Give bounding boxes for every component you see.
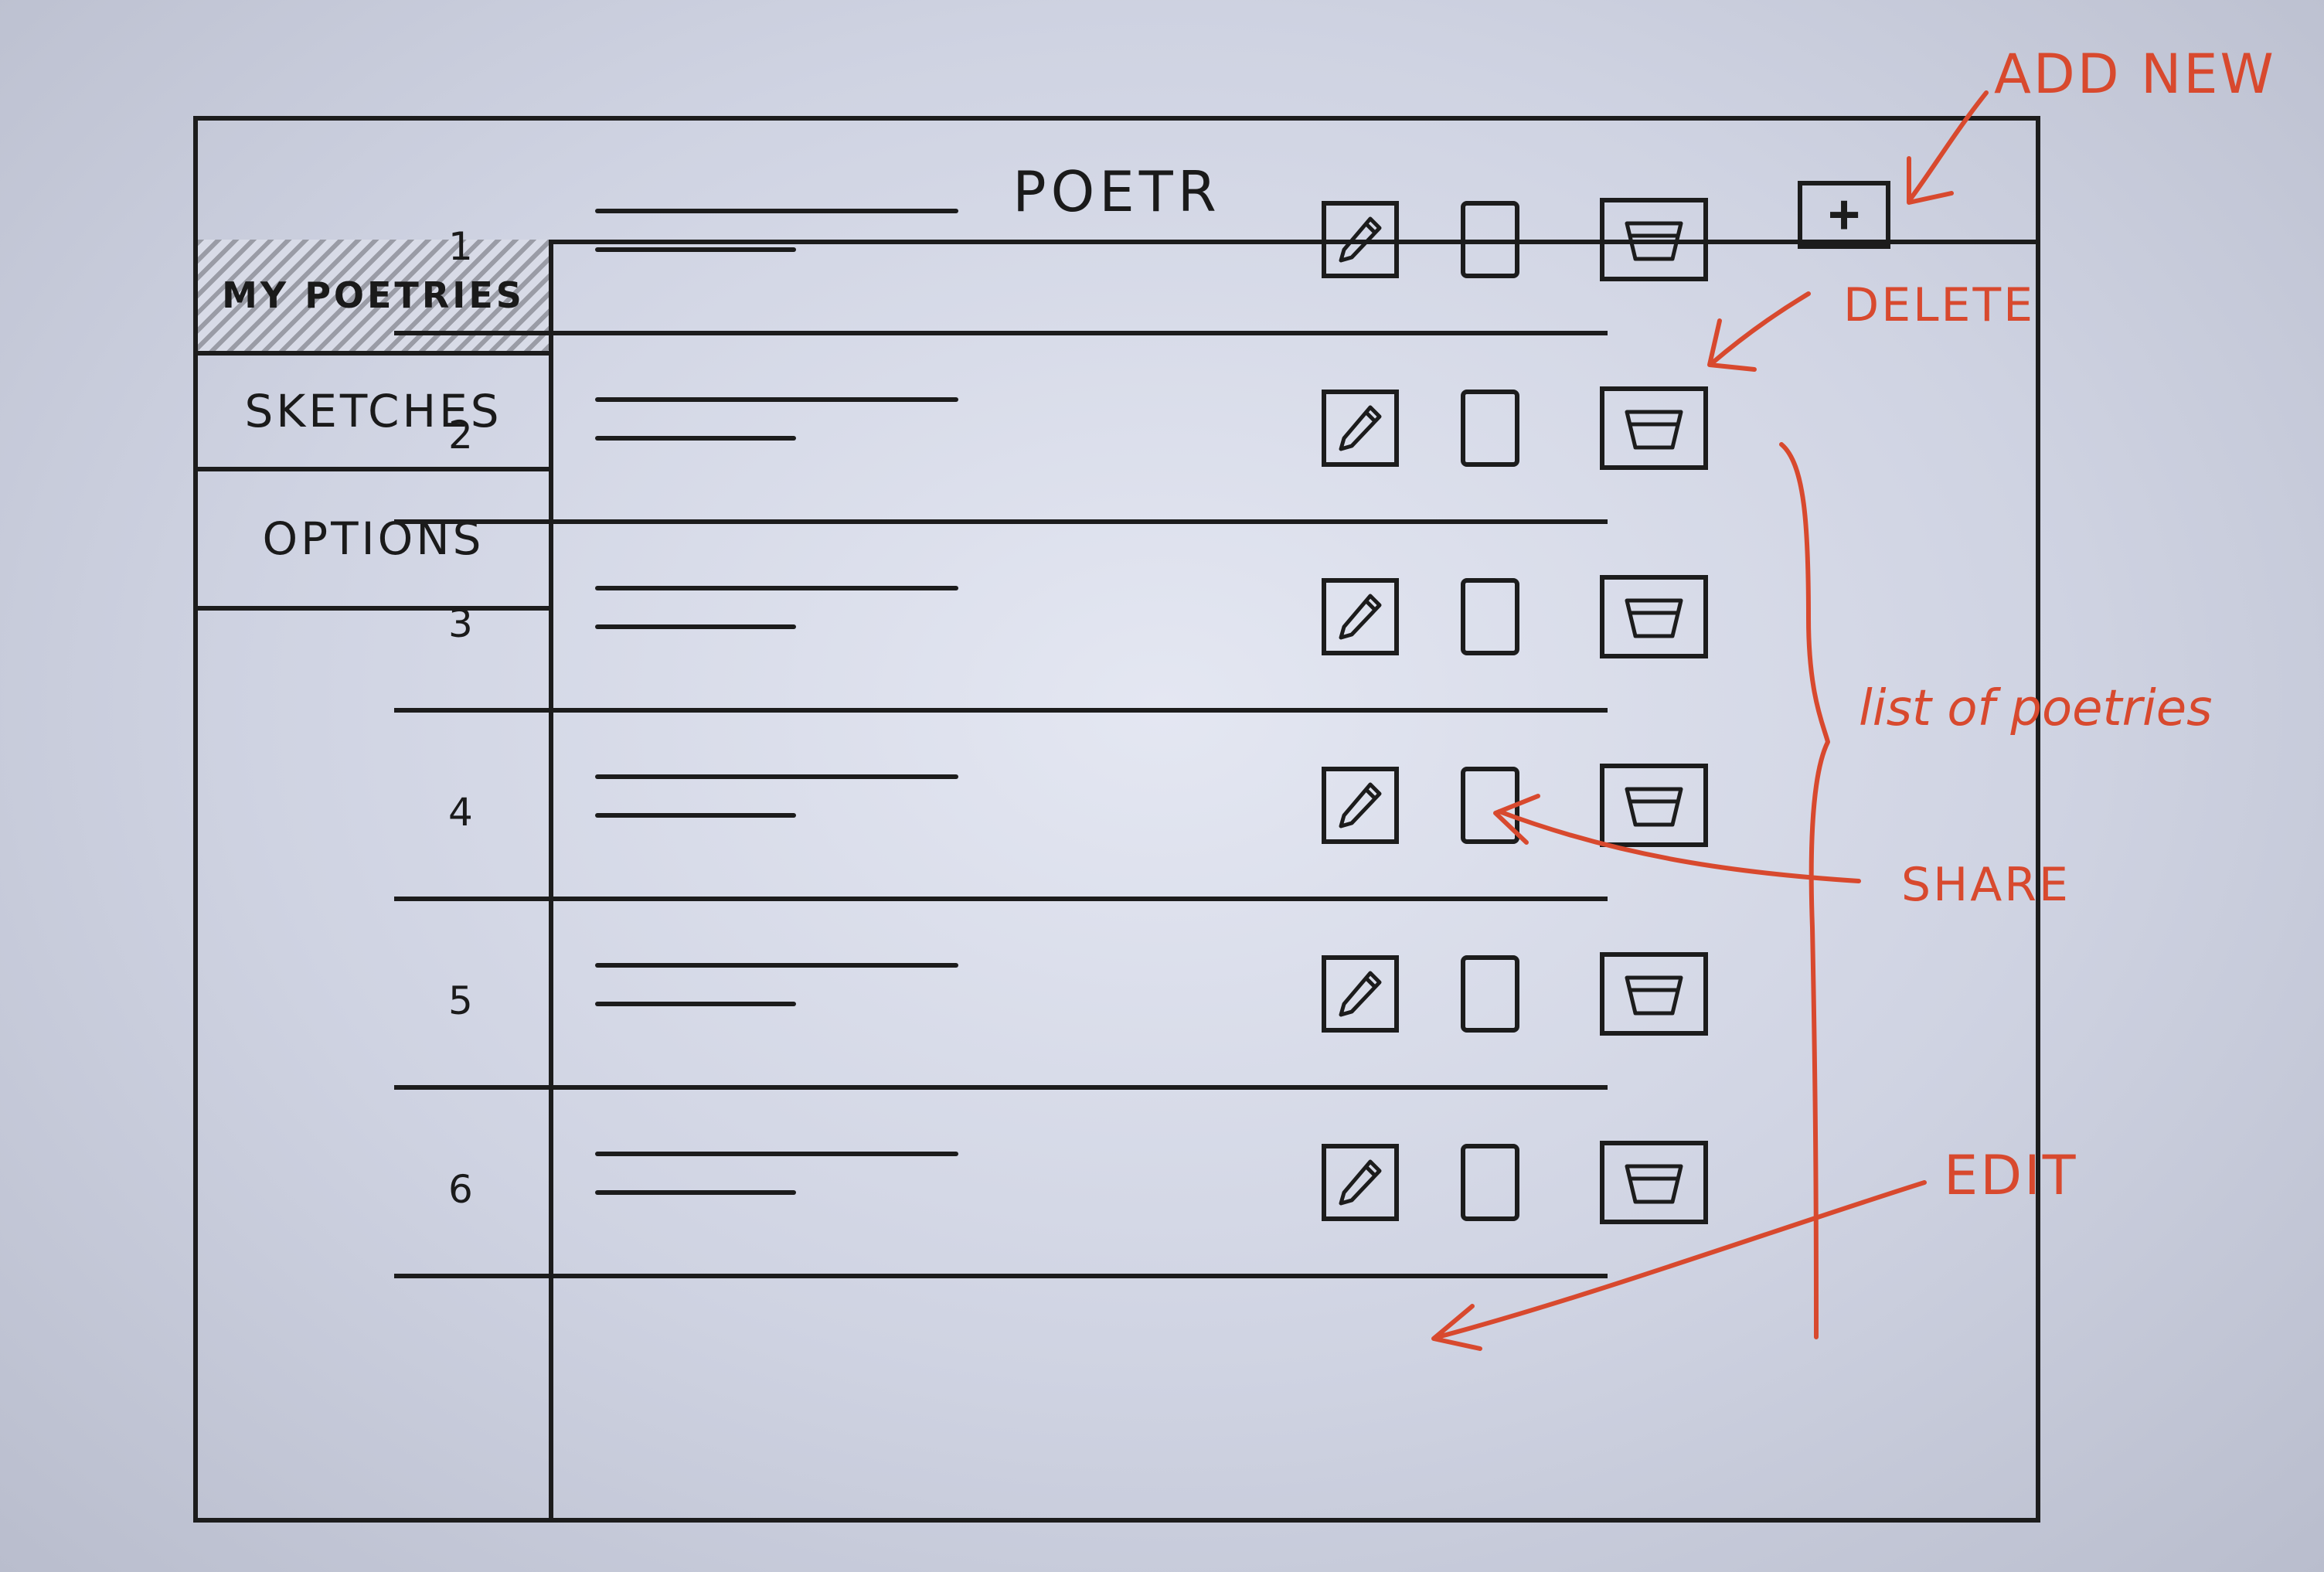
- annotation-edit: EDIT: [1944, 1144, 2078, 1207]
- edit-button[interactable]: [1322, 767, 1399, 844]
- poetry-excerpt-placeholder: [595, 624, 796, 629]
- share-icon: [1470, 401, 1510, 455]
- poetry-excerpt-placeholder: [595, 1190, 796, 1195]
- share-icon: [1470, 590, 1510, 644]
- list-item[interactable]: 3: [394, 524, 1708, 713]
- sidebar-item-my-poetries[interactable]: MY POETRIES: [198, 240, 549, 356]
- delete-button[interactable]: [1600, 575, 1708, 658]
- edit-button[interactable]: [1322, 578, 1399, 655]
- app-title: POETR: [1012, 159, 1221, 224]
- poetry-excerpt-placeholder: [595, 813, 796, 818]
- app-header: POETR +: [198, 121, 2036, 249]
- pencil-icon: [1339, 594, 1382, 640]
- poetry-excerpt-placeholder: [595, 247, 796, 252]
- trash-icon: [1625, 975, 1683, 1016]
- share-icon: [1470, 1155, 1510, 1210]
- share-button[interactable]: [1461, 767, 1519, 844]
- annotation-list-of-poetries: list of poetries: [1859, 680, 2213, 737]
- poetry-number: 3: [448, 601, 473, 646]
- delete-button[interactable]: [1600, 764, 1708, 847]
- poetry-excerpt-placeholder: [595, 436, 796, 441]
- trash-icon: [1625, 598, 1683, 638]
- pencil-icon: [1339, 1159, 1382, 1206]
- share-icon: [1470, 967, 1510, 1021]
- annotation-delete: DELETE: [1843, 278, 2036, 332]
- list-item[interactable]: 6: [394, 1090, 1708, 1278]
- list-item[interactable]: 1: [394, 147, 1708, 335]
- share-icon: [1470, 213, 1510, 267]
- pencil-icon: [1339, 782, 1382, 829]
- poetry-title-placeholder: [595, 963, 958, 968]
- delete-button[interactable]: [1600, 952, 1708, 1036]
- edit-button[interactable]: [1322, 201, 1399, 278]
- sidebar-item-label: SKETCHES: [244, 385, 502, 437]
- trash-icon: [1625, 787, 1683, 827]
- pencil-icon: [1339, 971, 1382, 1017]
- share-button[interactable]: [1461, 955, 1519, 1033]
- share-button[interactable]: [1461, 390, 1519, 467]
- add-new-button[interactable]: +: [1798, 181, 1890, 249]
- poetry-title-placeholder: [595, 1152, 958, 1156]
- pencil-icon: [1339, 405, 1382, 451]
- poetry-list: 1 2: [394, 147, 1708, 1278]
- poetry-title-placeholder: [595, 397, 958, 402]
- delete-button[interactable]: [1600, 386, 1708, 470]
- list-item[interactable]: 2: [394, 335, 1708, 524]
- sidebar: MY POETRIES SKETCHES OPTIONS: [198, 240, 553, 1518]
- poetry-number: 4: [448, 790, 473, 835]
- share-button[interactable]: [1461, 201, 1519, 278]
- edit-button[interactable]: [1322, 955, 1399, 1033]
- poetry-number: 6: [448, 1167, 473, 1212]
- delete-button[interactable]: [1600, 198, 1708, 281]
- poetry-title-placeholder: [595, 586, 958, 590]
- trash-icon: [1625, 221, 1683, 261]
- poetry-title-placeholder: [595, 209, 958, 213]
- pencil-icon: [1339, 216, 1382, 263]
- poetry-number: 1: [448, 224, 473, 269]
- app-window: POETR + MY POETRIES SKETCHES OPTIONS: [193, 116, 2040, 1523]
- list-item[interactable]: 5: [394, 901, 1708, 1090]
- plus-icon: +: [1827, 184, 1861, 246]
- edit-button[interactable]: [1322, 1144, 1399, 1221]
- edit-button[interactable]: [1322, 390, 1399, 467]
- share-button[interactable]: [1461, 578, 1519, 655]
- annotation-share: SHARE: [1901, 858, 2071, 912]
- poetry-title-placeholder: [595, 774, 958, 779]
- sidebar-item-label: MY POETRIES: [222, 274, 525, 316]
- trash-icon: [1625, 1164, 1683, 1204]
- trash-icon: [1625, 410, 1683, 450]
- annotation-add-new: ADD NEW: [1994, 43, 2276, 106]
- delete-button[interactable]: [1600, 1141, 1708, 1224]
- sidebar-item-sketches[interactable]: SKETCHES: [198, 356, 549, 471]
- share-icon: [1470, 778, 1510, 832]
- list-item[interactable]: 4: [394, 713, 1708, 901]
- poetry-excerpt-placeholder: [595, 1002, 796, 1006]
- share-button[interactable]: [1461, 1144, 1519, 1221]
- poetry-number: 5: [448, 978, 473, 1023]
- poetry-number: 2: [448, 413, 473, 458]
